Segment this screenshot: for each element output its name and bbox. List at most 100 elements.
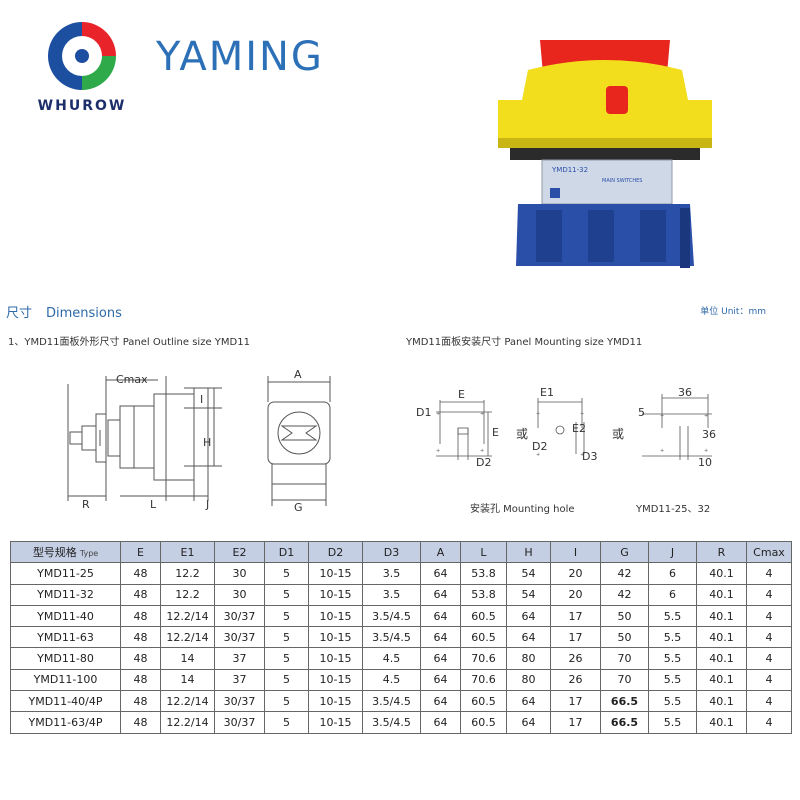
label-a: A <box>294 368 302 381</box>
front-view-drawing: A G <box>267 368 331 514</box>
table-cell: 40.1 <box>696 647 747 670</box>
table-cell-model: YMD11-63 <box>10 626 121 649</box>
table-cell: 64 <box>420 668 461 692</box>
table-cell: 17 <box>550 690 601 713</box>
table-cell: 64 <box>506 626 551 649</box>
svg-text:+: + <box>580 411 584 417</box>
unit-label: 单位 Unit：mm <box>700 307 766 317</box>
table-cell: 6 <box>648 583 697 606</box>
label-cmax: Cmax <box>116 373 148 386</box>
table-cell: 40.1 <box>696 668 747 692</box>
label-or-2: 或 <box>612 427 624 441</box>
table-cell: 70 <box>600 647 649 670</box>
table-cell: 48 <box>120 690 161 713</box>
svg-text:+: + <box>536 452 540 458</box>
table-cell: 64 <box>420 626 461 649</box>
label-i: I <box>200 393 203 406</box>
table-cell: 5.5 <box>648 647 697 670</box>
table-cell: 5 <box>264 711 309 734</box>
header-cell: A <box>420 540 461 564</box>
table-cell: 6 <box>648 562 697 585</box>
table-cell: 12.2/14 <box>160 690 215 713</box>
label-5: 5 <box>638 406 645 419</box>
svg-text:+: + <box>436 411 440 417</box>
label-d1: D1 <box>416 406 431 419</box>
header-cell: D3 <box>362 540 421 564</box>
brand-name: YAMING <box>156 34 324 80</box>
table-cell: 3.5 <box>362 583 421 606</box>
table-cell: 60.5 <box>460 626 507 649</box>
label-e-top: E <box>458 388 465 401</box>
table-cell: 40.1 <box>696 604 747 628</box>
logo-mark-icon <box>48 22 116 90</box>
table-cell: 70.6 <box>460 668 507 692</box>
table-cell: 26 <box>550 647 601 670</box>
table-cell: 17 <box>550 626 601 649</box>
table-cell: 64 <box>420 690 461 713</box>
label-d2-mid: D2 <box>532 440 547 453</box>
table-cell-model: YMD11-100 <box>10 668 121 692</box>
label-d2: D2 <box>476 456 491 469</box>
header-cell: Cmax <box>746 540 792 564</box>
table-cell: 12.2 <box>160 583 215 606</box>
table-cell: 50 <box>600 626 649 649</box>
table-cell: 12.2/14 <box>160 711 215 734</box>
table-cell: 12.2/14 <box>160 626 215 649</box>
outline-caption: 1、YMD11面板外形尺寸 Panel Outline size YMD11 <box>8 337 250 348</box>
table-cell: 5.5 <box>648 604 697 628</box>
table-cell: 37 <box>214 668 265 692</box>
table-cell-model: YMD11-40 <box>10 604 121 628</box>
dimensions-heading-en: Dimensions <box>46 306 122 321</box>
table-cell: 70.6 <box>460 647 507 670</box>
table-cell: 4.5 <box>362 647 421 670</box>
logo-wordmark: WHUROW <box>37 98 127 114</box>
table-cell: 30/37 <box>214 690 265 713</box>
label-or-1: 或 <box>516 427 528 441</box>
label-10: 10 <box>698 456 712 469</box>
label-e-side: E <box>492 426 499 439</box>
table-cell: 10-15 <box>308 604 363 628</box>
table-cell-model: YMD11-32 <box>10 583 121 606</box>
table-cell: 30/37 <box>214 626 265 649</box>
table-cell: 4 <box>746 626 792 649</box>
product-label-type: MAIN SWITCHES <box>602 178 642 184</box>
mounting-hole-drawings: ++ ++ ++ ++ ++ ++ E D1 E D2 或 E1 E2 D2 D… <box>416 386 716 469</box>
table-cell: 64 <box>420 583 461 606</box>
table-cell: 5 <box>264 604 309 628</box>
table-cell: 40.1 <box>696 583 747 606</box>
table-cell: 5 <box>264 583 309 606</box>
table-cell: 54 <box>506 562 551 585</box>
table-cell: 3.5/4.5 <box>362 711 421 734</box>
header-cell: D2 <box>308 540 363 564</box>
table-cell: 48 <box>120 711 161 734</box>
table-cell: 4 <box>746 668 792 692</box>
table-cell: 10-15 <box>308 647 363 670</box>
table-cell: 3.5/4.5 <box>362 626 421 649</box>
table-cell: 4.5 <box>362 668 421 692</box>
product-label-model: YMD11-32 <box>551 166 588 174</box>
svg-text:+: + <box>480 411 484 417</box>
label-j: J <box>205 498 209 511</box>
table-cell: 64 <box>420 647 461 670</box>
table-cell: 17 <box>550 711 601 734</box>
table-cell: 3.5/4.5 <box>362 690 421 713</box>
table-cell: 48 <box>120 626 161 649</box>
svg-text:+: + <box>660 448 664 454</box>
header-cell: E2 <box>214 540 265 564</box>
table-cell: 30/37 <box>214 604 265 628</box>
table-cell: 10-15 <box>308 690 363 713</box>
table-cell: 60.5 <box>460 690 507 713</box>
svg-text:+: + <box>704 448 708 454</box>
table-cell: 48 <box>120 604 161 628</box>
table-cell: 5 <box>264 626 309 649</box>
table-cell: 48 <box>120 668 161 692</box>
table-cell: 4 <box>746 647 792 670</box>
table-cell: 4 <box>746 583 792 606</box>
table-cell: 40.1 <box>696 711 747 734</box>
svg-text:+: + <box>660 413 664 419</box>
